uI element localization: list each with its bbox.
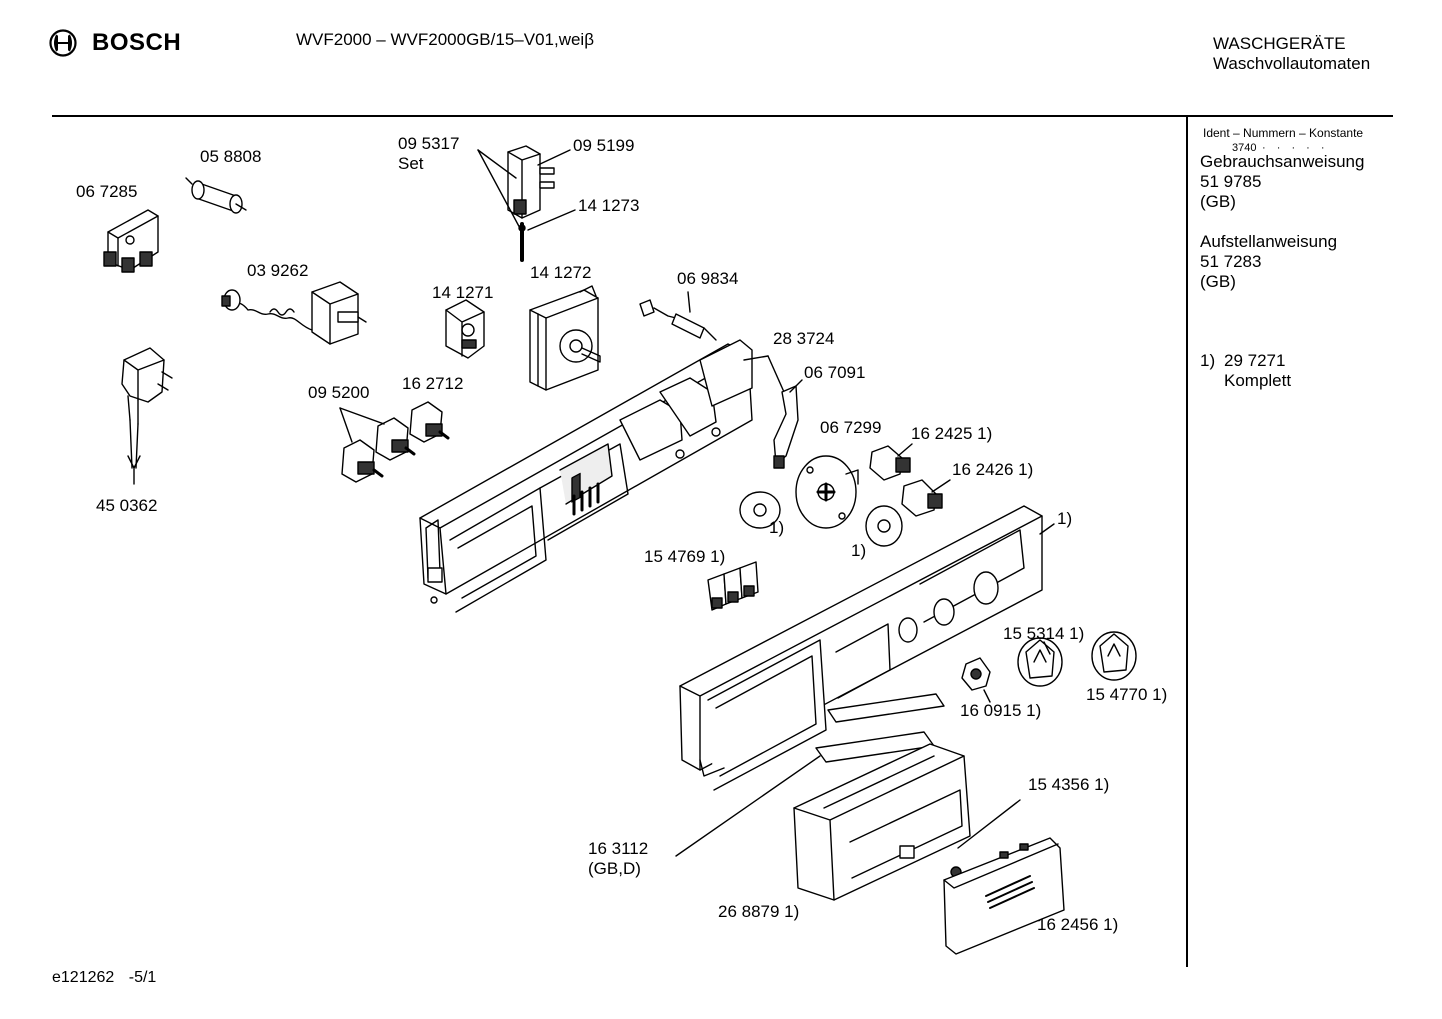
page-number: -5/1 [128, 969, 157, 986]
leader-095200 [339, 407, 353, 443]
label-283724: 28 3724 [773, 329, 835, 348]
part-162425-shaft [869, 445, 911, 481]
part-283724-panel-frame [419, 339, 753, 613]
label-162456: 16 2456 1) [1037, 915, 1119, 934]
label-note-hub-b: 1) [851, 541, 867, 560]
ident-value: 3740 [1232, 142, 1257, 154]
note-marker: 1) [1200, 351, 1216, 370]
label-141272: 14 1272 [530, 263, 592, 282]
ident-title: Ident – Nummern – Konstante [1203, 126, 1364, 140]
label-154356: 15 4356 1) [1028, 775, 1110, 794]
part-162426-shaft [901, 479, 943, 517]
label-155314: 15 5314 1) [1003, 624, 1085, 643]
drawing-footer: e121262 -5/1 [52, 969, 156, 987]
label-069834: 06 9834 [677, 269, 739, 288]
category-primary: WASCHGERÄTE [1213, 34, 1346, 53]
leader-160915 [983, 689, 991, 703]
part-155314-knob [1017, 637, 1063, 687]
label-141271: 14 1271 [432, 283, 494, 302]
label-162426: 16 2426 1) [952, 460, 1034, 479]
leader-283724a [743, 355, 769, 361]
label-162425: 16 2425 1) [911, 424, 993, 443]
label-162712: 16 2712 [402, 374, 464, 393]
leader-155314 [1043, 641, 1051, 655]
part-095200-switch [341, 439, 384, 483]
label-039262: 03 9262 [247, 261, 309, 280]
part-067299-disc [795, 455, 859, 529]
part-162712-switch-b [409, 401, 450, 443]
part-095199-switch [507, 145, 555, 262]
doc2-region: (GB) [1200, 272, 1236, 291]
label-067299: 06 7299 [820, 418, 882, 437]
doc1-region: (GB) [1200, 192, 1236, 211]
label-154769: 15 4769 1) [644, 547, 726, 566]
label-note-fascia: 1) [1057, 509, 1073, 528]
label-450362: 45 0362 [96, 496, 158, 515]
leader-095317a [477, 149, 517, 179]
doc2-number: 51 7283 [1200, 252, 1262, 271]
label-095199: 09 5199 [573, 136, 635, 155]
label-067285: 06 7285 [76, 182, 138, 201]
leader-fascia [1039, 523, 1055, 535]
label-095317-set: Set [398, 154, 424, 173]
leader-095199 [537, 149, 571, 166]
leader-283724b [767, 355, 785, 393]
part-268879-drawer [793, 743, 971, 901]
doc2-title: Aufstellanweisung [1200, 232, 1338, 251]
sidebar-divider [1186, 117, 1188, 967]
part-141271-module [445, 299, 485, 359]
part-069834-lamp [639, 291, 717, 341]
part-141272-programmer [529, 285, 601, 391]
part-067285-bracket [103, 209, 159, 273]
leader-162426 [931, 479, 951, 493]
part-162712-switch [375, 417, 416, 461]
model-title: WVF2000 – WVF2000GB/15–V01,weiβ [296, 30, 594, 49]
part-450362-power-plug [121, 347, 173, 485]
note-text: Komplett [1224, 371, 1292, 390]
label-058808: 05 8808 [200, 147, 262, 166]
leader-154356 [957, 799, 1021, 849]
part-154770-knob [1091, 631, 1137, 681]
leader-095317b [477, 149, 523, 233]
drawing-id: e121262 [52, 969, 115, 986]
header-divider [52, 115, 1393, 117]
ident-dots: · · · · · [1262, 142, 1329, 154]
category-secondary: Waschvollautomaten [1213, 54, 1371, 73]
label-095317: 09 5317 [398, 134, 460, 153]
doc1-title: Gebrauchsanweisung [1200, 152, 1365, 171]
part-039262-thermostat [221, 281, 367, 345]
leader-141273 [527, 209, 576, 231]
label-163112-region: (GB,D) [588, 859, 641, 878]
label-141273: 14 1273 [578, 196, 640, 215]
brand-logo: BOSCH [48, 28, 181, 58]
label-268879: 26 8879 1) [718, 902, 800, 921]
label-154770: 15 4770 1) [1086, 685, 1168, 704]
part-058808-capacitor [185, 177, 247, 214]
part-selector-hub-b [865, 505, 903, 547]
doc1-number: 51 9785 [1200, 172, 1262, 191]
label-note-hub-a: 1) [769, 518, 785, 537]
part-067091-clip [773, 385, 799, 469]
note-number: 29 7271 [1224, 351, 1286, 370]
label-067091: 06 7091 [804, 363, 866, 382]
label-095200: 09 5200 [308, 383, 370, 402]
leader-162425 [897, 443, 913, 457]
part-162456-handle [943, 837, 1065, 955]
bosch-armature-icon [49, 29, 77, 57]
part-selector-hub-a [739, 491, 781, 529]
leader-067091 [789, 379, 803, 393]
leader-163112 [675, 755, 821, 857]
part-front-fascia [679, 505, 1043, 791]
brand-name: BOSCH [92, 29, 182, 56]
part-160915-knob [961, 657, 991, 691]
part-154769-buttons [707, 561, 759, 611]
leader-095200b [339, 407, 385, 425]
label-163112: 16 3112 [588, 839, 649, 858]
label-160915: 16 0915 1) [960, 701, 1042, 720]
